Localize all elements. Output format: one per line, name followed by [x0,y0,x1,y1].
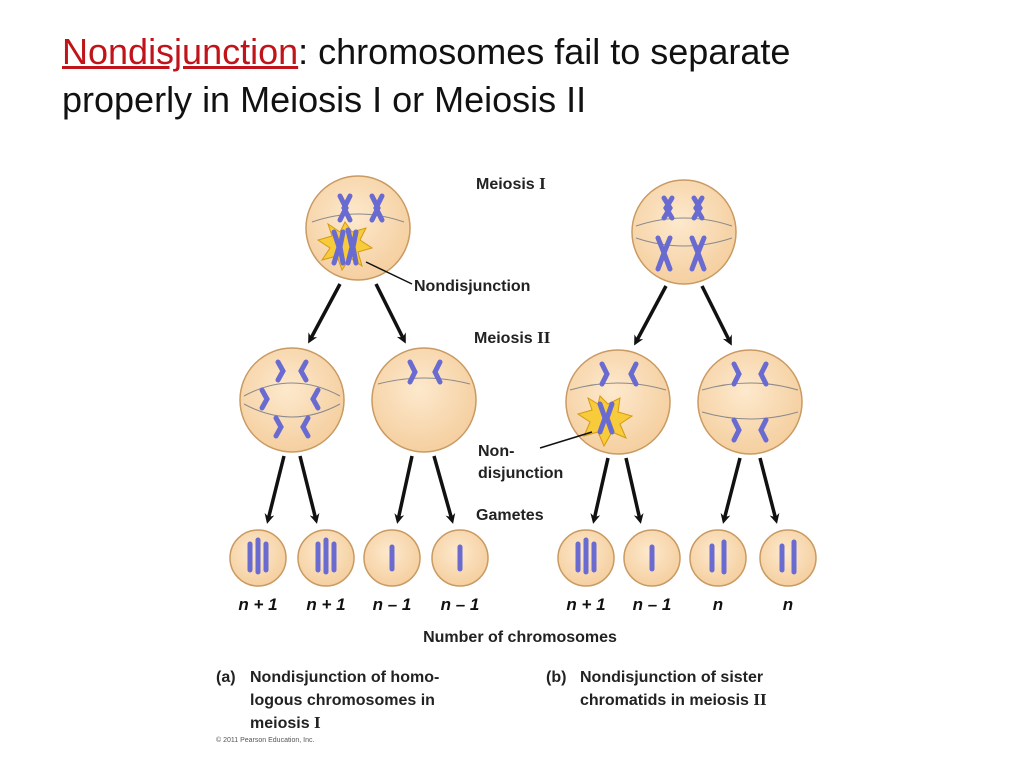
arrow-a6 [432,455,456,524]
gamete-a2 [297,529,355,587]
number-of-chromosomes-label: Number of chromosomes [423,629,617,646]
title-rest-line2: properly in Meiosis I or Meiosis II [62,79,587,120]
gametes-label: Gametes [476,507,544,524]
caption-b-line1: Nondisjunction of sister [580,669,763,686]
meiosis-2-label: Meiosis II [474,328,551,347]
count-b4: n [783,595,793,614]
copyright-notice: © 2011 Pearson Education, Inc. [216,736,314,744]
cell-a-m2-right [371,347,477,453]
caption-a-marker: (a) [216,669,236,686]
meiosis-2-roman: II [537,328,551,347]
nondisjunction-b-label-line2: disjunction [478,465,563,482]
caption-a-line3: meiosis I [250,713,321,732]
slide-title: Nondisjunction: chromosomes fail to sepa… [62,28,982,124]
cell-b-parent [631,179,737,285]
nondisjunction-burst-a [316,221,374,272]
cell-a-m2-left [239,347,345,453]
cell-b-m2-left [565,349,671,455]
arrow-b2 [700,285,732,346]
gamete-b4 [759,529,817,587]
count-a4: n – 1 [441,595,480,614]
nondisjunction-b-label-line1: Non- [478,443,514,460]
arrow-b3 [590,457,610,524]
arrow-b1 [634,285,668,346]
caption-b-marker: (b) [546,669,566,686]
meiosis-1-roman: I [539,174,546,193]
gamete-a1 [229,529,287,587]
arrow-a1 [308,283,342,344]
cell-b-m2-right [697,349,803,455]
arrow-a3 [264,455,286,524]
arrow-b4 [624,457,644,524]
caption-a-roman: I [314,713,321,732]
gamete-b3 [689,529,747,587]
count-a2: n + 1 [306,595,345,614]
gamete-b1 [557,529,615,587]
count-b3: n [713,595,723,614]
count-a1: n + 1 [238,595,277,614]
caption-b-line2: chromatids in meiosis II [580,690,767,709]
gamete-b2 [623,529,681,587]
chromosome-cluster-a [331,227,359,266]
arrow-a5 [394,455,414,524]
gamete-a3 [363,529,421,587]
caption-b-roman: II [753,690,767,709]
caption-a-line2: logous chromosomes in [250,692,435,709]
cell-a-parent [305,175,411,281]
title-term: Nondisjunction [62,31,299,72]
nondisjunction-label: Nondisjunction [414,278,530,295]
chromosome-pair-top [337,193,385,223]
gamete-a4 [431,529,489,587]
title-rest-line1: : chromosomes fail to separate [298,31,791,72]
count-b2: n – 1 [633,595,672,614]
count-a3: n – 1 [373,595,412,614]
arrow-b5 [720,457,742,524]
meiosis-1-label: Meiosis I [476,174,546,193]
arrow-a4 [298,455,320,524]
nondisjunction-pointer-b [539,431,593,449]
arrow-a2 [374,283,406,344]
arrow-b6 [758,457,780,524]
caption-a-line1: Nondisjunction of homo- [250,669,439,686]
count-b1: n + 1 [566,595,605,614]
nondisjunction-pointer-a [365,261,413,285]
